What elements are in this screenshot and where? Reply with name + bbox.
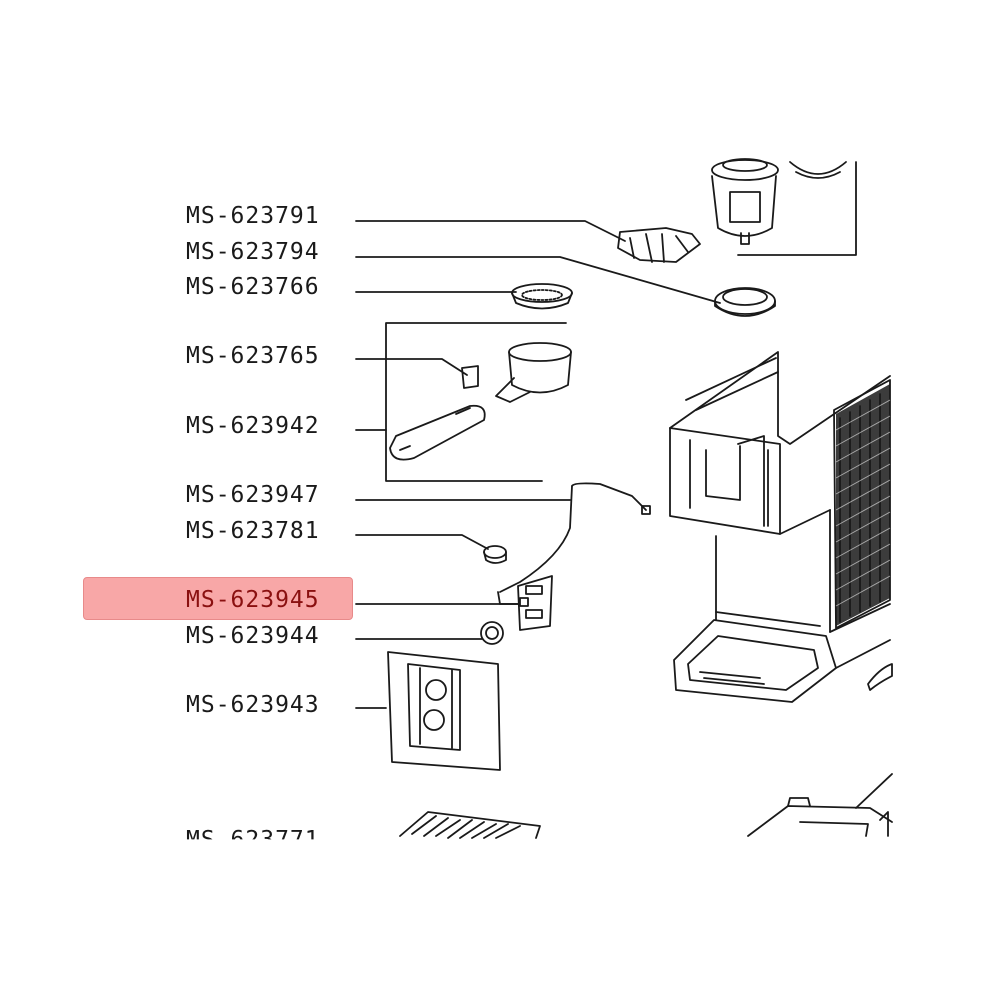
machine-body-part bbox=[669, 351, 893, 703]
label-ms-623781[interactable]: MS-623781 bbox=[186, 518, 320, 544]
filter-screen-part-623766 bbox=[511, 283, 573, 310]
machine-grill-texture bbox=[836, 384, 890, 626]
highlight-box bbox=[83, 577, 353, 620]
portafilter-part-623765 bbox=[461, 342, 572, 403]
machine-grill-lines bbox=[835, 399, 891, 607]
leader-line-623794 bbox=[355, 256, 721, 304]
leader-line-623765 bbox=[355, 358, 468, 376]
label-ms-623942[interactable]: MS-623942 bbox=[186, 413, 320, 439]
clip-part-623791 bbox=[617, 227, 701, 263]
label-ms-623943[interactable]: MS-623943 bbox=[186, 692, 320, 718]
label-ms-623794[interactable]: MS-623794 bbox=[186, 239, 320, 265]
label-ms-623944[interactable]: MS-623944 bbox=[186, 623, 320, 649]
label-ms-623947[interactable]: MS-623947 bbox=[186, 482, 320, 508]
handle-part-623942 bbox=[389, 404, 486, 461]
drip-grid-part-623771 bbox=[399, 811, 541, 839]
label-ms-623771[interactable]: MS-623771 bbox=[186, 827, 320, 853]
seal-part-623794 bbox=[714, 287, 776, 317]
thermostat-part-623781 bbox=[483, 545, 507, 564]
front-panel-part-623943 bbox=[387, 651, 501, 771]
wire-harness-part-623947 bbox=[499, 482, 651, 593]
leader-lines bbox=[355, 161, 857, 709]
pump-motor-part bbox=[711, 158, 847, 245]
leader-line-623781 bbox=[355, 534, 489, 550]
label-ms-623766[interactable]: MS-623766 bbox=[186, 274, 320, 300]
knob-part-623944 bbox=[480, 621, 504, 645]
label-ms-623945[interactable]: MS-623945 bbox=[186, 587, 320, 613]
group-bracket-top bbox=[737, 161, 857, 256]
label-ms-623765[interactable]: MS-623765 bbox=[186, 343, 320, 369]
leader-line-623791 bbox=[355, 220, 626, 242]
label-ms-623791[interactable]: MS-623791 bbox=[186, 203, 320, 229]
base-part bbox=[747, 773, 893, 837]
group-bracket-623942 bbox=[385, 322, 567, 482]
electronic-board-part-623945 bbox=[497, 575, 553, 631]
